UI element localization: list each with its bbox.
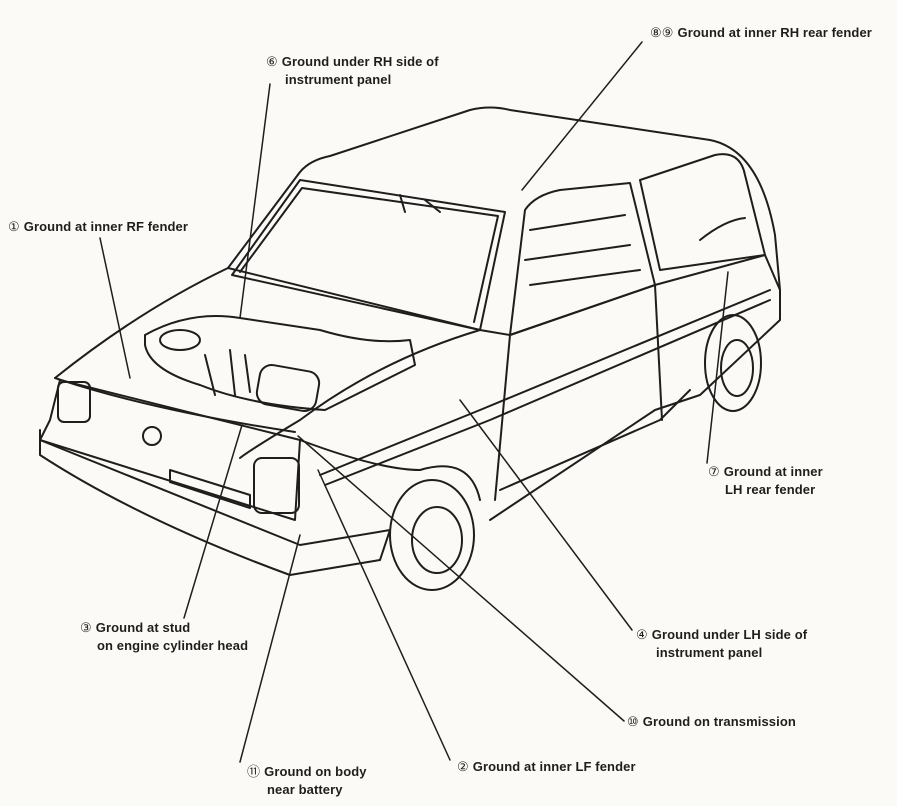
label-number: ④: [636, 627, 648, 642]
label-text: Ground on body: [264, 764, 367, 779]
label-text: Ground under RH side of: [281, 54, 439, 69]
label-text: Ground at inner: [723, 464, 823, 479]
label-text: near battery: [267, 782, 343, 797]
label-number: ⑥: [266, 54, 278, 69]
label-number: ⑦: [708, 464, 720, 479]
label-text: on engine cylinder head: [97, 638, 249, 653]
label-number: ⑧⑨: [650, 25, 674, 40]
label-text: Ground at inner LF fender: [472, 759, 636, 774]
label-text: Ground at inner RF fender: [23, 219, 189, 234]
label-text: instrument panel: [656, 645, 763, 660]
label-number: ①: [8, 219, 20, 234]
car-side: [479, 254, 781, 521]
label-text: instrument panel: [285, 72, 392, 87]
label-number: ⑪: [247, 764, 261, 779]
side-window-front: [509, 182, 656, 336]
car-roof: [227, 106, 781, 291]
rear-wheel: [704, 314, 762, 412]
front-wheel: [389, 479, 475, 591]
label-number: ③: [80, 620, 92, 635]
hood: [54, 267, 481, 459]
headlight-left: [57, 381, 91, 423]
label-text: Ground at stud: [95, 620, 191, 635]
label-text: LH rear fender: [725, 482, 816, 497]
label-text: Ground on transmission: [642, 714, 796, 729]
side-window-rear: [639, 153, 766, 271]
engine-bay: [144, 315, 416, 411]
label-text: Ground at inner RH rear fender: [677, 25, 872, 40]
windshield: [231, 179, 506, 331]
headlight-right: [253, 457, 300, 514]
bumper: [39, 429, 391, 576]
label-number: ②: [457, 759, 469, 774]
leader-lines: [99, 41, 729, 763]
label-text: Ground under LH side of: [651, 627, 808, 642]
label-number: ⑩: [627, 714, 639, 729]
emblem: [142, 426, 162, 446]
